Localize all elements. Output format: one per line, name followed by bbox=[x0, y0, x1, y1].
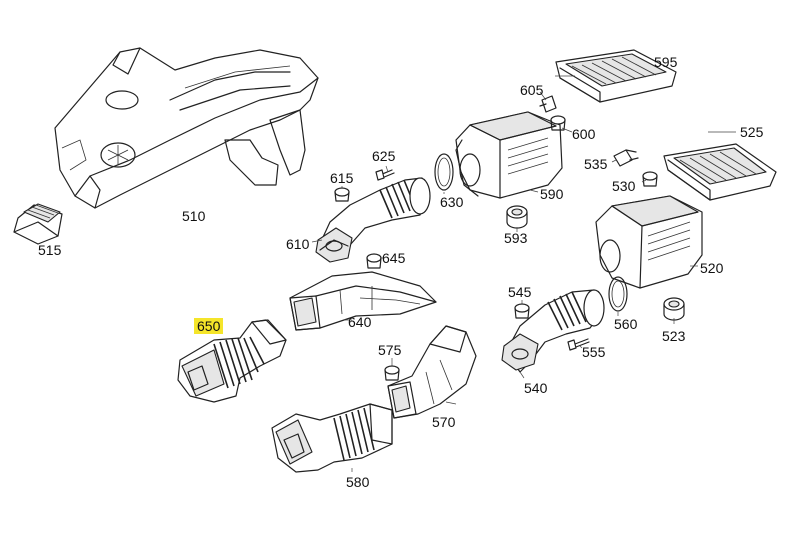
air-duct-640[interactable] bbox=[289, 271, 437, 331]
label-523[interactable]: 523 bbox=[662, 328, 686, 344]
label-605[interactable]: 605 bbox=[520, 82, 544, 98]
cap-545[interactable] bbox=[514, 303, 530, 319]
filter-element-595[interactable] bbox=[555, 49, 677, 103]
cap-615[interactable] bbox=[334, 187, 350, 202]
label-535[interactable]: 535 bbox=[584, 156, 608, 172]
label-575[interactable]: 575 bbox=[378, 342, 402, 358]
label-650-highlighted[interactable]: 650 bbox=[194, 318, 224, 334]
label-630[interactable]: 630 bbox=[440, 194, 464, 210]
engine-cover-510[interactable] bbox=[54, 47, 319, 209]
hose-580[interactable] bbox=[271, 403, 393, 473]
label-525[interactable]: 525 bbox=[740, 124, 764, 140]
hose-540[interactable] bbox=[501, 289, 605, 373]
air-duct-570[interactable] bbox=[387, 325, 477, 419]
bracket-515[interactable] bbox=[13, 203, 63, 245]
sensor-605[interactable] bbox=[539, 95, 557, 113]
gasket-ring-630[interactable] bbox=[434, 153, 454, 191]
label-555[interactable]: 555 bbox=[582, 344, 606, 360]
label-640[interactable]: 640 bbox=[348, 314, 372, 330]
airbox-520[interactable] bbox=[595, 195, 703, 289]
cap-645[interactable] bbox=[366, 253, 382, 269]
label-515[interactable]: 515 bbox=[38, 242, 62, 258]
label-615[interactable]: 615 bbox=[330, 170, 354, 186]
label-590[interactable]: 590 bbox=[540, 186, 564, 202]
flange-593[interactable] bbox=[506, 205, 528, 229]
label-520[interactable]: 520 bbox=[700, 260, 724, 276]
label-570[interactable]: 570 bbox=[432, 414, 456, 430]
label-510[interactable]: 510 bbox=[182, 208, 206, 224]
filter-element-525[interactable] bbox=[663, 143, 777, 201]
label-540[interactable]: 540 bbox=[524, 380, 548, 396]
label-600[interactable]: 600 bbox=[572, 126, 596, 142]
gasket-ring-560[interactable] bbox=[608, 276, 628, 312]
label-593[interactable]: 593 bbox=[504, 230, 528, 246]
flange-523[interactable] bbox=[663, 297, 685, 321]
label-560[interactable]: 560 bbox=[614, 316, 638, 332]
bolt-625[interactable] bbox=[375, 169, 395, 181]
label-545[interactable]: 545 bbox=[508, 284, 532, 300]
cap-530[interactable] bbox=[642, 171, 658, 187]
label-580[interactable]: 580 bbox=[346, 474, 370, 490]
cap-575[interactable] bbox=[384, 365, 400, 381]
label-595[interactable]: 595 bbox=[654, 54, 678, 70]
connector-535[interactable] bbox=[613, 149, 639, 167]
airbox-590[interactable] bbox=[455, 111, 563, 199]
label-625[interactable]: 625 bbox=[372, 148, 396, 164]
hose-610[interactable] bbox=[315, 177, 431, 263]
leader-lines bbox=[311, 75, 736, 472]
label-530[interactable]: 530 bbox=[612, 178, 636, 194]
cap-600[interactable] bbox=[550, 115, 566, 131]
bolt-555[interactable] bbox=[567, 338, 590, 351]
label-610[interactable]: 610 bbox=[286, 236, 310, 252]
air-duct-650[interactable] bbox=[177, 319, 287, 403]
label-645[interactable]: 645 bbox=[382, 250, 406, 266]
